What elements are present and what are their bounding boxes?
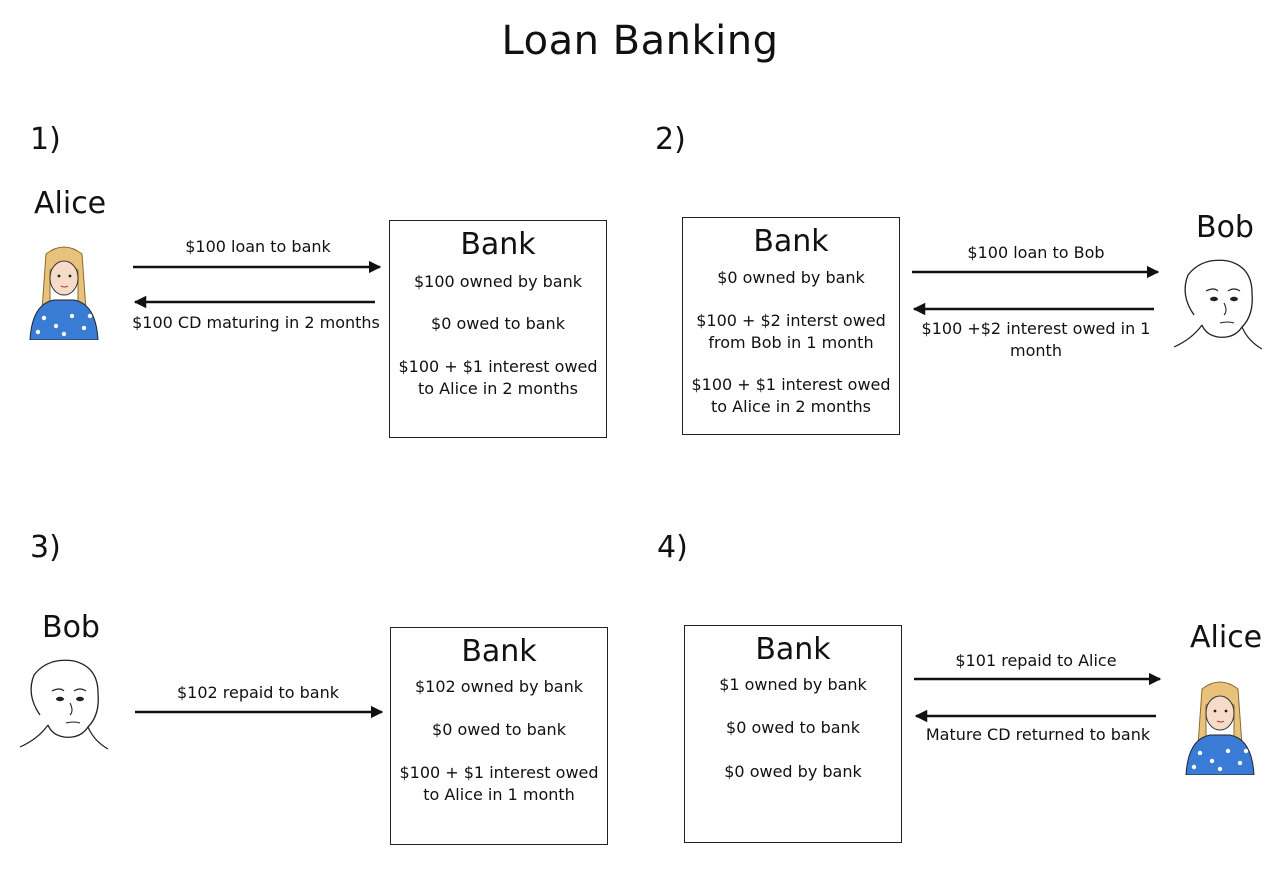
alice-avatar [1185,681,1255,775]
step-number-2: 2) [655,122,686,157]
actor-name-alice-1: Alice [34,186,107,221]
bank-title: Bank [755,632,831,667]
bank-line: $0 owed to bank [432,720,566,739]
step-number-4: 4) [657,530,688,565]
bank-line: $100 + $1 interest owed to Alice in 1 mo… [399,763,599,804]
bank-box-1: Bank $100 owned by bank $0 owed to bank … [389,220,607,438]
arrow-label: $101 repaid to Alice [955,651,1117,670]
actor-name-alice-4: Alice [1190,620,1263,655]
bank-line: $1 owned by bank [719,675,867,694]
actor-name-bob-3: Bob [42,610,100,645]
bank-line: $100 + $1 interest owed to Alice in 2 mo… [691,375,891,416]
arrow-label: $100 loan to bank [185,237,331,256]
bob-wojak-avatar [1173,259,1263,350]
actor-name-bob-2: Bob [1196,210,1254,245]
bank-line: $0 owned by bank [717,268,865,287]
bank-title: Bank [460,227,536,262]
bank-line: $102 owned by bank [415,677,583,696]
bank-title: Bank [753,224,829,259]
bank-box-4: Bank $1 owned by bank $0 owed to bank $0… [684,625,902,843]
step-number-3: 3) [30,530,61,565]
bank-line: $0 owed to bank [726,718,860,737]
arrow-label: $100 CD maturing in 2 months [132,313,380,332]
bank-box-2: Bank $0 owned by bank $100 + $2 interst … [682,217,900,435]
diagram-title: Loan Banking [501,18,779,64]
bank-line: $0 owed by bank [724,762,862,781]
bank-line: $0 owed to bank [431,314,565,333]
arrow-label: $100 loan to Bob [967,243,1105,262]
bob-wojak-avatar [19,659,109,750]
bank-line: $100 + $1 interest owed to Alice in 2 mo… [398,357,598,398]
bank-line: $100 + $2 interst owed from Bob in 1 mon… [696,311,886,352]
arrow-label: $100 +$2 interest owed in 1 month [921,319,1151,360]
alice-avatar [29,246,99,340]
bank-title: Bank [461,634,537,669]
step-number-1: 1) [30,122,61,157]
arrow-label: $102 repaid to bank [176,683,340,702]
arrow-label: Mature CD returned to bank [925,725,1151,744]
bank-box-3: Bank $102 owned by bank $0 owed to bank … [390,627,608,845]
bank-line: $100 owned by bank [414,272,582,291]
